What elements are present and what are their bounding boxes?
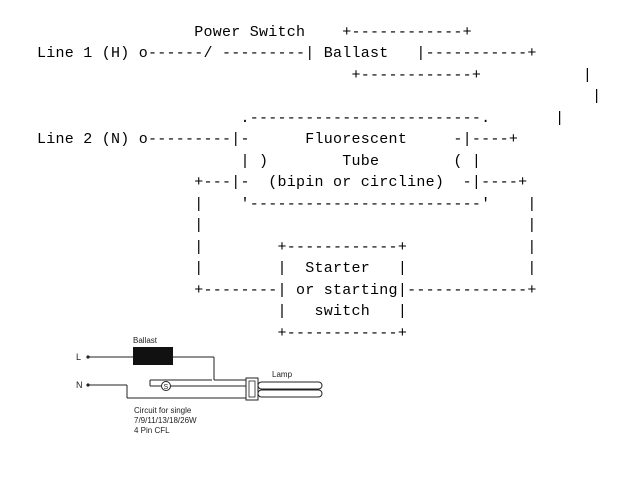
line-l-terminal [86, 355, 90, 359]
line-n-label: N [76, 380, 83, 390]
ballast-small-label: Ballast [133, 336, 158, 345]
lamp-tube-upper [257, 381, 323, 390]
caption-line-3: 4 Pin CFL [134, 426, 170, 435]
lamp-base-inner [248, 380, 256, 398]
line-n-terminal [86, 383, 90, 387]
lamp-tube-lower [257, 389, 323, 398]
cfl-circuit-schematic: L Ballast N S Lamp Circuit for single 7/… [76, 336, 323, 435]
starter-symbol-letter: S [164, 384, 169, 391]
caption-line-2: 7/9/11/13/18/26W [134, 416, 197, 425]
caption-line-1: Circuit for single [134, 406, 192, 415]
ascii-diagram-text: Power Switch +------------+ Line 1 (H) o… [37, 23, 602, 341]
starter-symbol [161, 381, 171, 391]
ballast-block [133, 347, 173, 365]
lamp-label: Lamp [272, 370, 293, 379]
ascii-wiring-diagram: Power Switch +------------+ Line 1 (H) o… [37, 23, 602, 341]
line-l-label: L [76, 352, 81, 362]
